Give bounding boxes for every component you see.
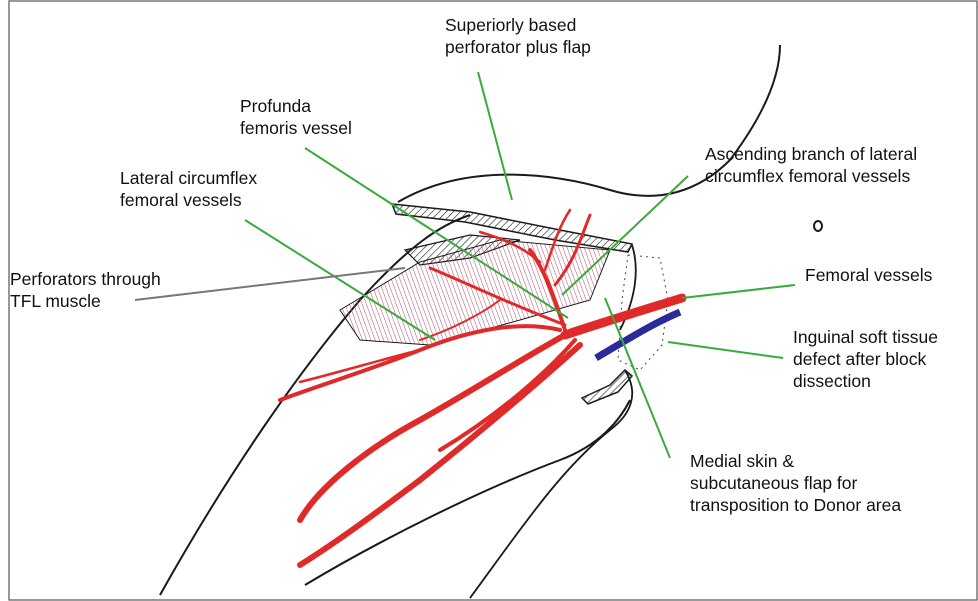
label-superior-flap: Superiorly based perforator plus flap bbox=[445, 14, 591, 58]
ink-mark bbox=[814, 221, 822, 231]
label-ascending-branch: Ascending branch of lateral circumflex f… bbox=[705, 143, 917, 187]
inner-thigh-outline bbox=[470, 370, 632, 598]
leader-inguinal-defect bbox=[668, 342, 783, 358]
medial-flap-outline bbox=[305, 400, 630, 585]
label-inguinal-defect: Inguinal soft tissue defect after block … bbox=[793, 326, 938, 392]
label-profunda-femoris: Profunda femoris vessel bbox=[240, 95, 352, 139]
leader-superior-flap bbox=[478, 72, 512, 200]
lateral-twig bbox=[300, 350, 420, 382]
flap-cut-edge-lower bbox=[582, 370, 632, 404]
descending-branch-1 bbox=[300, 335, 565, 520]
leader-femoral-vessels bbox=[682, 285, 795, 298]
label-lateral-circumflex: Lateral circumflex femoral vessels bbox=[120, 167, 257, 211]
label-femoral-vessels: Femoral vessels bbox=[805, 264, 932, 286]
label-medial-flap: Medial skin & subcutaneous flap for tran… bbox=[690, 450, 901, 516]
label-perforators-tfl: Perforators through TFL muscle bbox=[10, 268, 161, 312]
